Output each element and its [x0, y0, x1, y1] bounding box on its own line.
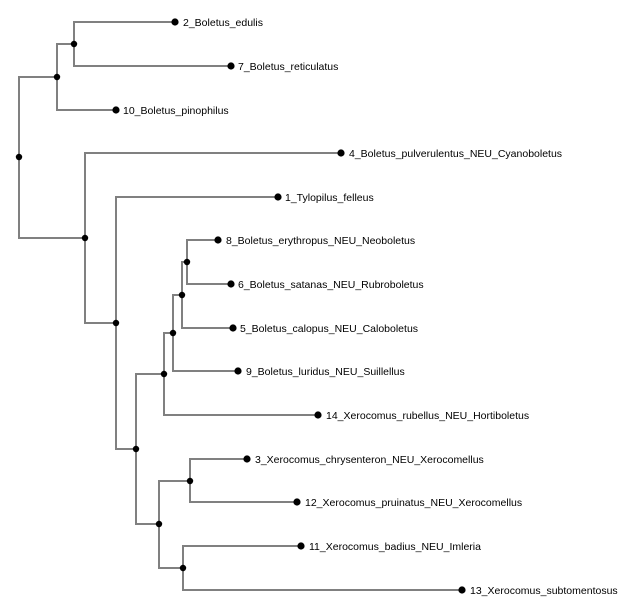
leaf-label-l3: 3_Xerocomus_chrysenteron_NEU_Xerocomellu…	[255, 454, 484, 466]
leaf-node-l6	[227, 280, 235, 288]
internal-node-nH	[160, 370, 168, 378]
leaf-node-l11	[297, 542, 305, 550]
leaf-node-l1	[274, 193, 282, 201]
leaf-node-l3	[243, 455, 251, 463]
internal-node-nJ	[179, 564, 187, 572]
leaf-node-l2	[171, 18, 179, 26]
internal-node-nK	[155, 520, 163, 528]
leaf-node-l5	[229, 324, 237, 332]
leaf-node-l13	[458, 586, 466, 594]
internal-node-nM	[112, 319, 120, 327]
leaf-node-l10	[112, 106, 120, 114]
internal-node-nL	[132, 445, 140, 453]
leaf-label-l1: 1_Tylopilus_felleus	[285, 192, 374, 204]
internal-node-nD	[81, 234, 89, 242]
tree-labels: 2_Boletus_edulis 7_Boletus_reticulatus 1…	[123, 17, 618, 597]
leaf-label-l12: 12_Xerocomus_pruinatus_NEU_Xerocomellus	[305, 497, 522, 509]
leaf-label-l5: 5_Boletus_calopus_NEU_Caloboletus	[240, 323, 418, 335]
leaf-node-l12	[293, 498, 301, 506]
internal-node-nG	[169, 329, 177, 337]
internal-node-nRoot	[15, 153, 23, 161]
leaf-node-l14	[314, 411, 322, 419]
leaf-node-l8	[214, 236, 222, 244]
internal-node-nI	[186, 477, 194, 485]
leaf-label-l7: 7_Boletus_reticulatus	[238, 61, 338, 73]
internal-node-nE	[183, 258, 191, 266]
internal-node-nF	[178, 291, 186, 299]
leaf-node-l7	[227, 62, 235, 70]
leaf-label-l8: 8_Boletus_erythropus_NEU_Neoboletus	[226, 235, 415, 247]
leaf-node-l4	[337, 149, 345, 157]
leaf-label-l13: 13_Xerocomus_subtomentosus	[470, 585, 618, 597]
leaf-label-l2: 2_Boletus_edulis	[183, 17, 263, 29]
tree-nodes	[15, 18, 466, 594]
leaf-label-l4: 4_Boletus_pulverulentus_NEU_Cyanoboletus	[349, 148, 562, 160]
leaf-label-l14: 14_Xerocomus_rubellus_NEU_Hortiboletus	[326, 410, 529, 422]
internal-node-nA	[70, 40, 78, 48]
leaf-node-l9	[234, 367, 242, 375]
leaf-label-l9: 9_Boletus_luridus_NEU_Suillellus	[246, 366, 405, 378]
internal-node-nB	[53, 73, 61, 81]
leaf-label-l11: 11_Xerocomus_badius_NEU_Imleria	[309, 541, 481, 553]
leaf-label-l10: 10_Boletus_pinophilus	[123, 105, 229, 117]
leaf-label-l6: 6_Boletus_satanas_NEU_Rubroboletus	[238, 279, 424, 291]
